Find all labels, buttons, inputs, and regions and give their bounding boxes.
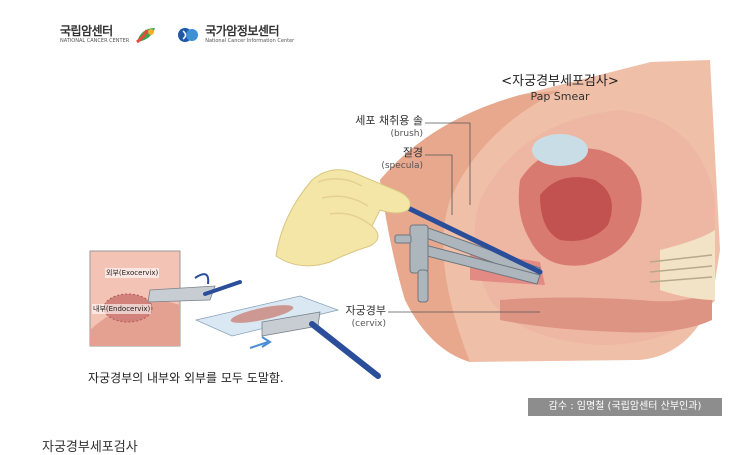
ncic-logo-sub: National Cancer Information Center [205,38,295,44]
cervix-label-ko: 자궁경부 [345,304,386,317]
cervix-label: 자궁경부 (cervix) [318,304,386,330]
leader-lines [388,122,540,313]
figure-title: <자궁경부세포검사> Pap Smear [480,74,640,104]
ncic-symbol-icon [178,27,199,42]
ncc-logo[interactable]: 국립암센터 NATIONAL CANCER CENTER [60,24,157,45]
specula-label-ko: 질경 [402,146,423,159]
gloved-hand [275,169,411,267]
exocervix-label: 외부(Exocervix) [105,268,160,278]
ncc-logo-sub: NATIONAL CANCER CENTER [60,38,130,44]
ncc-logo-name: 국립암센터 [60,24,113,38]
slide-brush-handle [309,321,381,379]
bladder [532,134,588,166]
title-korean: <자궁경부세포검사> [501,74,619,89]
spine [660,230,715,300]
brush-label-ko: 세포 채취용 솔 [355,114,423,127]
rectum [500,290,712,333]
uterine-cavity [540,177,612,241]
brush-label-en: (brush) [390,129,423,139]
figure-caption: 자궁경부의 내부와 외부를 모두 도말함. [88,371,284,385]
ncic-logo-name: 국가암정보센터 [205,24,279,38]
speculum [394,224,541,303]
endocervix-label: 내부(Endocervix) [92,304,152,314]
specula-label-en: (specula) [381,161,423,171]
title-english: Pap Smear [530,90,590,103]
brush-label: 세포 채취용 솔 (brush) [325,114,423,140]
cervix-label-en: (cervix) [351,319,386,329]
credit-badge: 감수 : 임명철 (국립암센터 산부인과) [528,398,722,416]
specula-label: 질경 (specula) [345,146,423,172]
ncc-leaf-icon [136,27,156,43]
ncic-logo[interactable]: 국가암정보센터 National Cancer Information Cent… [177,24,294,45]
